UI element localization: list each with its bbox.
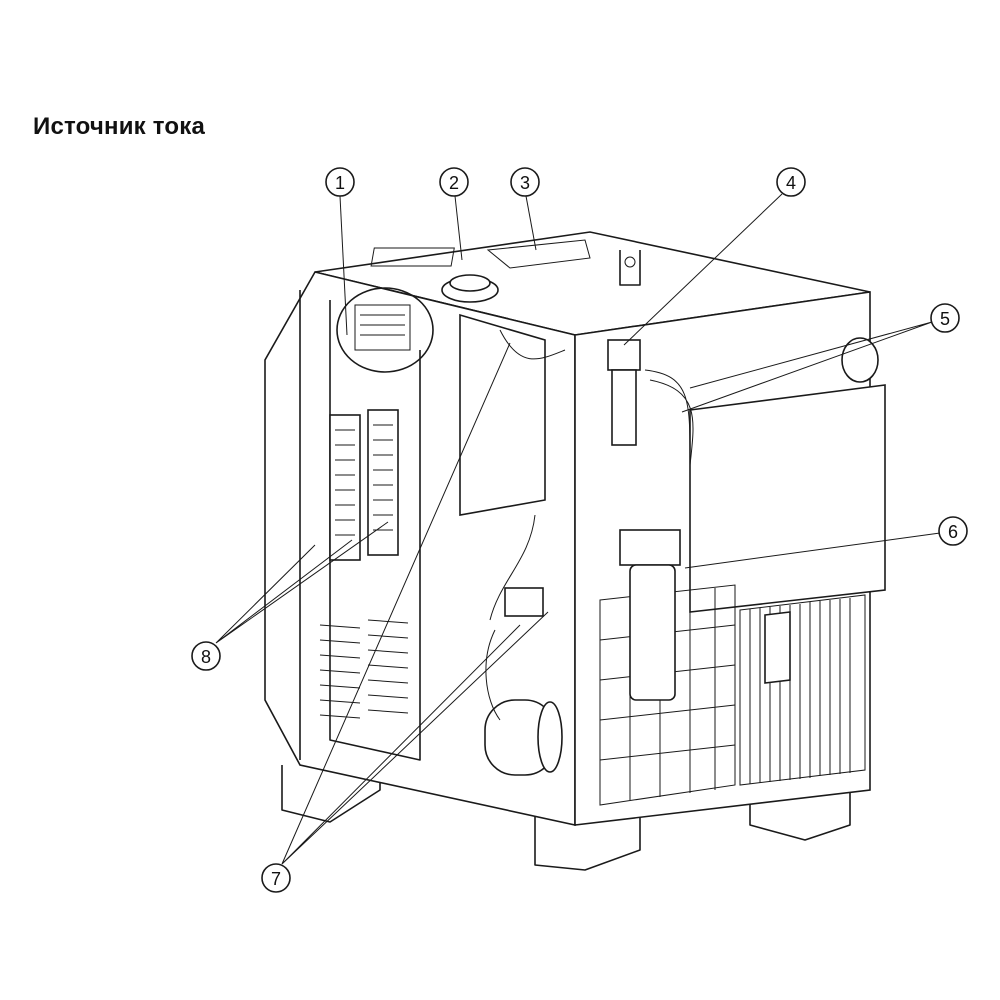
svg-text:5: 5 — [940, 309, 950, 329]
svg-text:8: 8 — [201, 647, 211, 667]
callout-7: 7 — [261, 863, 291, 893]
callout-1: 1 — [325, 167, 355, 197]
leader-lines — [215, 193, 941, 865]
lifting-eye — [619, 250, 641, 286]
air-filter-regulator — [607, 339, 694, 466]
callout-6: 6 — [938, 516, 968, 546]
svg-text:4: 4 — [786, 173, 796, 193]
callout-2: 2 — [439, 167, 469, 197]
coolant-pump — [484, 699, 563, 776]
feet — [281, 765, 851, 871]
fan-housing — [841, 337, 879, 383]
coolant-cap — [441, 274, 499, 303]
svg-text:2: 2 — [449, 173, 459, 193]
top-label-3 — [486, 239, 591, 269]
svg-text:3: 3 — [520, 173, 530, 193]
callout-5: 5 — [930, 303, 960, 333]
solenoid-valve — [485, 514, 544, 721]
electrical-box — [689, 384, 886, 613]
svg-text:7: 7 — [271, 869, 281, 889]
svg-text:1: 1 — [335, 173, 345, 193]
resistor-assemblies — [329, 409, 399, 561]
terminal-block — [354, 304, 411, 351]
diagram-title: Источник тока — [33, 113, 206, 140]
coolant-filter — [619, 529, 681, 701]
callout-4: 4 — [776, 167, 806, 197]
coolant-reservoir — [459, 313, 546, 516]
top-hatch-2 — [370, 247, 455, 267]
callout-8: 8 — [191, 641, 221, 671]
highlight-ring-1 — [336, 287, 434, 373]
warning-tag — [764, 611, 791, 684]
callout-3: 3 — [510, 167, 540, 197]
svg-text:6: 6 — [948, 522, 958, 542]
